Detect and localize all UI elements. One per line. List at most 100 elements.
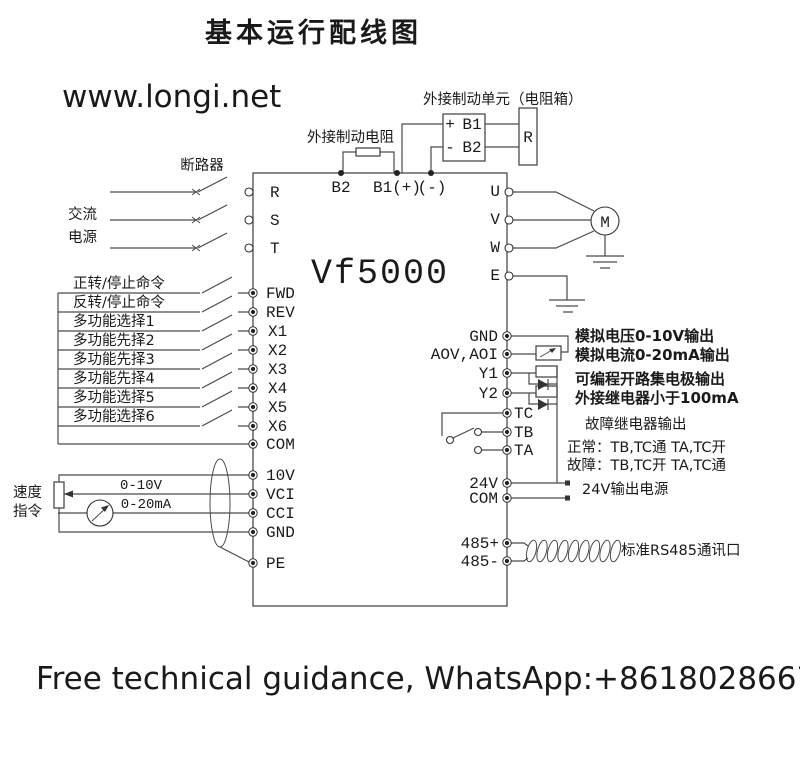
- relay-ta-contact-icon: [473, 445, 483, 455]
- analog-wires: [507, 335, 569, 355]
- terminal-label-tc: TC: [514, 405, 533, 423]
- page-title: 基本运行配线图: [205, 17, 422, 49]
- input-label-x3: 多功能先择3: [73, 351, 155, 368]
- brake-plus: +: [445, 116, 455, 134]
- terminal-x2: [248, 345, 258, 355]
- terminal-label-y1: Y1: [479, 365, 498, 383]
- terminal-label-v: V: [490, 211, 500, 229]
- meter-needle-arrow-icon: [549, 348, 556, 353]
- terminal-s: [244, 215, 254, 225]
- input-label-x2: 多功能先择2: [73, 332, 155, 349]
- terminal-label-x1: X1: [268, 323, 287, 341]
- junction-minus: [428, 170, 434, 176]
- rs485-label: 标准RS485通讯口: [621, 542, 740, 559]
- resistor-bank-label: R: [523, 129, 533, 147]
- terminal-24v: [502, 478, 512, 488]
- terminal-y2: [502, 388, 512, 398]
- power-wires: [110, 176, 228, 249]
- terminal-label-24v: 24V: [469, 475, 498, 493]
- aux-com-endpoint: [565, 495, 570, 501]
- terminal-x4: [248, 383, 258, 393]
- terminal-label-y2: Y2: [479, 385, 498, 403]
- collector-label-2: 外接继电器小于100mA: [574, 389, 739, 407]
- terminal-x5: [248, 402, 258, 412]
- range-0-10v: 0-10V: [120, 478, 163, 494]
- resistor-bank-box: [518, 107, 538, 166]
- aux-24v-endpoint: [565, 480, 570, 486]
- twisted-pair-icon: [525, 539, 622, 563]
- terminal-label-w: W: [490, 239, 500, 257]
- speed-reference-section: 速度 指令 0-10V 0-20mA 10V VCI CCI GND PE: [13, 458, 295, 573]
- terminal-x3: [248, 364, 258, 374]
- input-label-x5: 多功能选择5: [73, 389, 155, 406]
- terminal-label-10v: 10V: [266, 467, 295, 485]
- ac-source-label-1: 交流: [68, 205, 97, 223]
- terminal-label-b1plus: B1(+): [373, 179, 421, 197]
- input-label-x1: 多功能选择1: [73, 313, 155, 330]
- terminal-label-x6: X6: [268, 418, 287, 436]
- breaker-label: 断路器: [180, 157, 224, 174]
- diode-y1-icon: [538, 379, 548, 390]
- terminal-10v: [248, 470, 258, 480]
- terminal-label-com-right: COM: [469, 490, 498, 508]
- command-input-section: 正转/停止命令 反转/停止命令 多功能选择1 多功能先择2 多功能先择3 多功能…: [57, 274, 295, 454]
- brake-resistor-icon: [355, 147, 381, 157]
- terminal-tb: [502, 427, 512, 437]
- terminal-v: [504, 215, 514, 225]
- terminal-485n: [502, 556, 512, 566]
- terminal-label-cci: CCI: [266, 505, 295, 523]
- fault-relay-section: TC TB TA 故障继电器输出 正常：TB,TC通 TA,TC开 故障：TB,…: [441, 405, 727, 474]
- terminal-label-s: S: [270, 212, 280, 230]
- terminal-label-aov-aoi: AOV,AOI: [431, 346, 498, 364]
- motor-output-section: M U V W E: [490, 183, 624, 313]
- terminal-label-ta: TA: [514, 442, 534, 460]
- terminal-label-x2: X2: [268, 342, 287, 360]
- brake-section: 外接制动单元（电阻箱） 外接制动电阻 + B1 - B2 R B2 B1(+) …: [307, 91, 583, 197]
- analog-output-section: GND AOV,AOI 模拟电压0-10V输出 模拟电流0-20mA输出: [431, 327, 730, 364]
- terminal-label-gnd-right: GND: [469, 328, 498, 346]
- meter-icon: [535, 345, 562, 361]
- brake-b2: B2: [462, 139, 481, 157]
- potentiometer-icon: [53, 481, 65, 509]
- relay-tb-contact-icon: [473, 427, 483, 437]
- terminal-label-x5: X5: [268, 399, 287, 417]
- current-source-arrow-icon: [101, 505, 109, 512]
- collector-wires: [507, 366, 558, 483]
- input-label-x4: 多功能先择4: [73, 370, 155, 387]
- relay-output-title: 故障继电器输出: [585, 415, 687, 433]
- terminal-label-u: U: [490, 183, 500, 201]
- terminal-r: [244, 187, 254, 197]
- terminal-com: [248, 439, 258, 449]
- terminal-gnd-right: [502, 331, 512, 341]
- terminal-x6: [248, 421, 258, 431]
- terminal-e: [504, 271, 514, 281]
- input-label-rev: 反转/停止命令: [73, 293, 165, 311]
- brake-minus: -: [445, 139, 455, 157]
- relay-fault-state: 故障：TB,TC开 TA,TC通: [567, 456, 727, 474]
- terminal-label-tb: TB: [514, 424, 533, 442]
- terminal-label-vci: VCI: [266, 486, 295, 504]
- analog-output-label-1: 模拟电压0-10V输出: [575, 327, 714, 345]
- terminal-aov-aoi: [502, 349, 512, 359]
- terminal-y1: [502, 368, 512, 378]
- inverter-model: Vf5000: [311, 254, 449, 294]
- relay-pivot-contact-icon: [445, 435, 455, 445]
- motor-icon: [590, 206, 620, 236]
- terminal-label-pe: PE: [266, 555, 285, 573]
- terminal-label-t: T: [270, 240, 280, 258]
- brake-wires: [342, 123, 519, 173]
- aux-supply-label: 24V输出电源: [582, 481, 669, 498]
- relay-coil-y2-icon: [535, 385, 558, 398]
- range-0-20ma: 0-20mA: [121, 497, 172, 513]
- terminal-vci: [248, 489, 258, 499]
- terminal-label-rev: REV: [266, 304, 295, 322]
- terminal-label-fwd: FWD: [266, 285, 295, 303]
- motor-wires: [513, 191, 624, 313]
- junction-b2: [338, 170, 344, 176]
- terminal-t: [244, 243, 254, 253]
- terminal-u: [504, 187, 514, 197]
- terminal-label-e: E: [490, 267, 500, 285]
- terminal-485p: [502, 538, 512, 548]
- terminal-label-b2: B2: [331, 179, 350, 197]
- aux-wires: [507, 482, 565, 499]
